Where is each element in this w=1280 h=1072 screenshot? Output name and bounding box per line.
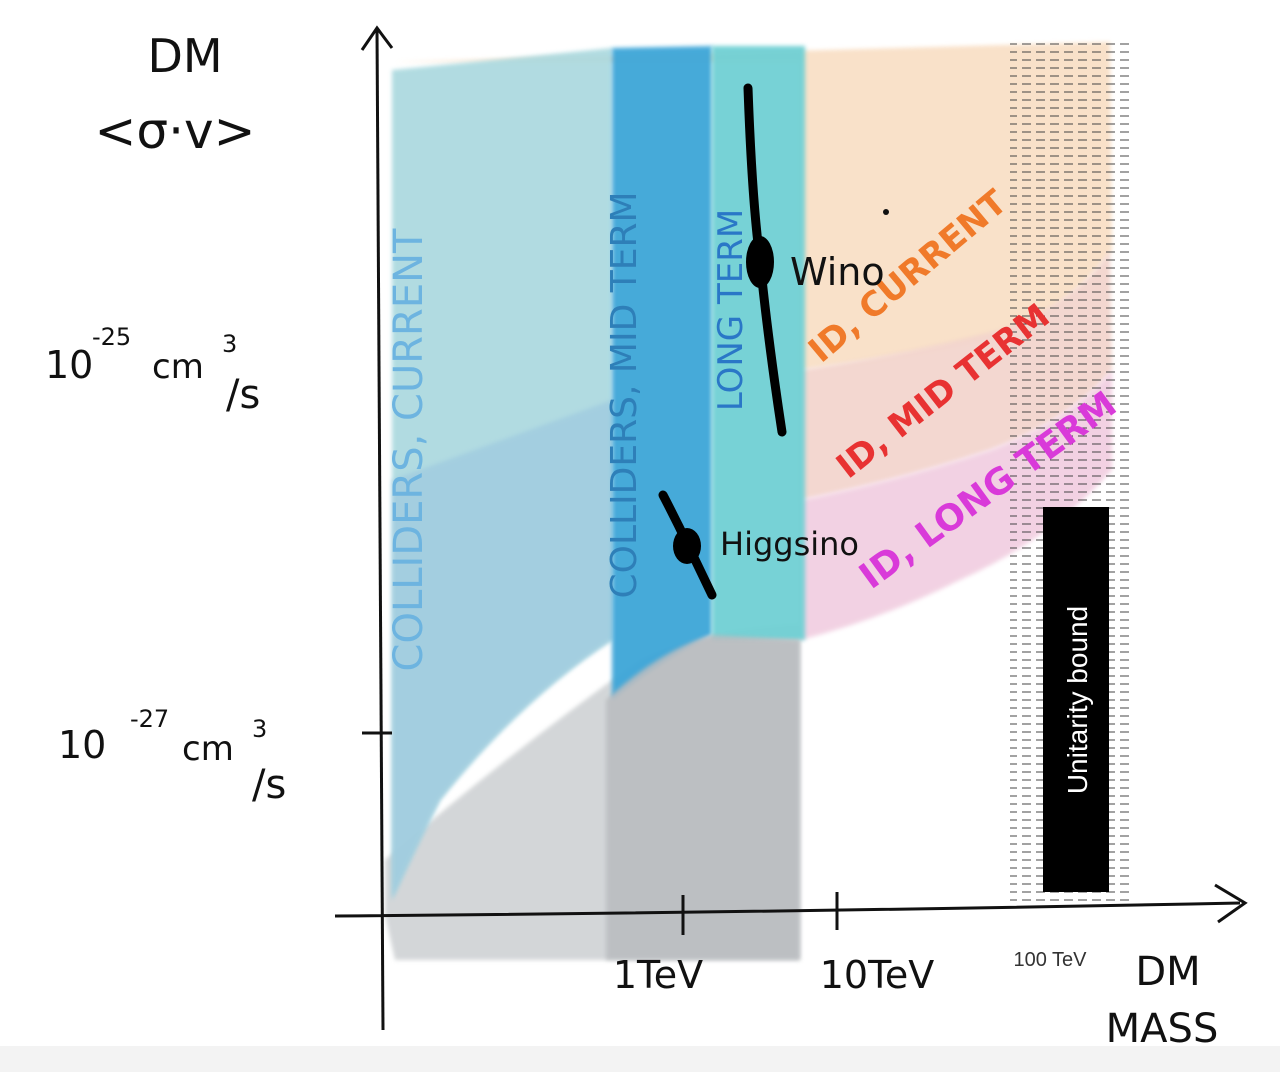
wino-dot [883, 209, 889, 215]
x-axis-title-line1: DM [1135, 949, 1200, 995]
long-term-region [712, 46, 805, 640]
svg-text:-27: -27 [130, 705, 169, 733]
id-mid-region [800, 250, 1112, 500]
higgsino-point [673, 528, 701, 564]
x-tick-label-100tev: 100 TeV [1013, 949, 1087, 971]
unitarity-bound-box [1043, 507, 1109, 892]
x-axis-arrowhead [1214, 883, 1248, 924]
wino-label: Wino [790, 250, 885, 294]
x-axis-title-line2: MASS [1106, 1006, 1219, 1052]
svg-text:10: 10 [58, 723, 106, 767]
y-axis-title-line2: <σ·v> [95, 102, 256, 160]
label-colliders-mid: COLLIDERS, MID TERM [604, 191, 645, 598]
svg-text:cm: cm [152, 347, 204, 387]
x-axis [334, 901, 1241, 918]
y-tick-label-lower: 10 -27 cm 3 /s [58, 705, 286, 808]
bottom-strip [0, 1046, 1280, 1072]
id-current-region [395, 42, 1112, 370]
y-axis [375, 29, 385, 1031]
grey-band-overlay [606, 635, 800, 960]
svg-text:3: 3 [222, 330, 237, 358]
higgsino-label: Higgsino [720, 525, 859, 563]
svg-text:10: 10 [45, 343, 93, 387]
label-long-term: LONG TERM [711, 209, 751, 411]
x-tick-label-10tev: 10TeV [820, 953, 934, 997]
y-axis-title-line1: DM [147, 29, 222, 83]
x-tick-label-1tev: 1TeV [613, 953, 703, 997]
colliders-current-lower-shade [392, 400, 612, 900]
y-axis-arrowhead [360, 25, 394, 51]
y-tick-label-upper: 10 -25 cm 3 /s [45, 323, 260, 418]
wino-point [746, 236, 774, 288]
svg-text:cm: cm [182, 729, 234, 769]
label-colliders-current: COLLIDERS, CURRENT [386, 228, 432, 671]
svg-text:/s: /s [252, 762, 286, 808]
svg-text:/s: /s [226, 372, 260, 418]
unitarity-bound-label: Unitarity bound [1062, 606, 1093, 794]
svg-text:3: 3 [252, 715, 267, 743]
svg-text:-25: -25 [92, 323, 131, 351]
